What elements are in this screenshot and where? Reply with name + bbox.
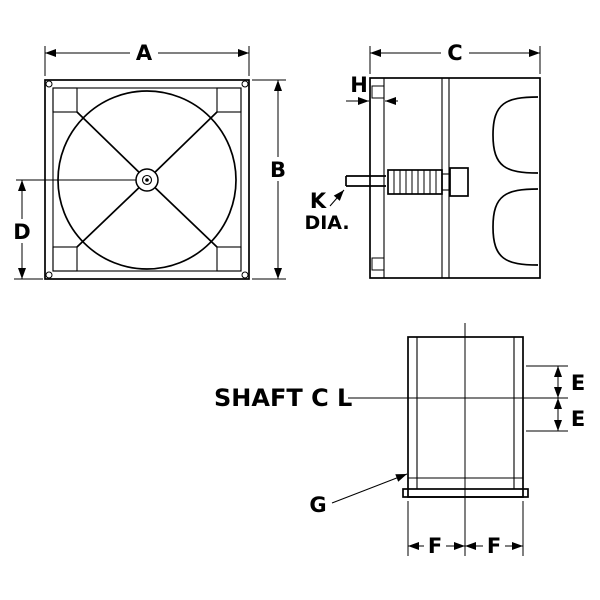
corner-bolt-hole xyxy=(241,271,249,279)
fan-blade-line xyxy=(76,111,148,181)
dim-f-left-label: F xyxy=(428,534,442,558)
shaft-cl-label: SHAFT C L xyxy=(214,384,352,412)
corner-gusset xyxy=(52,246,78,272)
dim-h-label: H xyxy=(350,73,368,97)
venturi-curve-bottom xyxy=(492,188,539,266)
front-view: A B D xyxy=(8,41,292,280)
fan-blade-line xyxy=(146,111,218,181)
fan-hub-inner xyxy=(141,174,153,186)
dim-b-label: B xyxy=(270,158,286,182)
motor-assembly xyxy=(387,167,469,197)
dim-a-label: A xyxy=(136,41,153,65)
side-corner-gusset xyxy=(371,85,385,99)
fan-blade-line xyxy=(146,179,218,248)
dim-d-label: D xyxy=(13,220,30,244)
bottom-view: SHAFT C L E E F F G xyxy=(214,323,585,558)
fan-hub-center xyxy=(145,178,149,182)
corner-bolt-hole xyxy=(45,271,53,279)
side-outer-frame xyxy=(369,77,541,279)
dim-e-upper-label: E xyxy=(571,371,585,395)
base-angle-leader xyxy=(331,473,408,504)
corner-gusset xyxy=(52,87,78,113)
dim-c-label: C xyxy=(447,41,462,65)
shaft-dia-k-label: K xyxy=(310,189,327,213)
bearing-block xyxy=(449,167,469,197)
corner-bolt-hole xyxy=(45,80,53,88)
fan-blade-line xyxy=(76,179,148,248)
corner-gusset xyxy=(216,87,242,113)
dim-f-right-label: F xyxy=(487,534,501,558)
corner-bolt-hole xyxy=(241,80,249,88)
corner-gusset xyxy=(216,246,242,272)
shaft-dia-leader xyxy=(329,189,345,207)
side-corner-gusset xyxy=(371,257,385,271)
side-view: C H K DIA. xyxy=(304,41,541,279)
shaft-dia-label: DIA. xyxy=(304,212,349,234)
venturi-curve-top xyxy=(492,96,539,174)
motor-body xyxy=(387,169,443,195)
base-angle-label: G xyxy=(309,493,326,517)
dim-e-lower-label: E xyxy=(571,407,585,431)
